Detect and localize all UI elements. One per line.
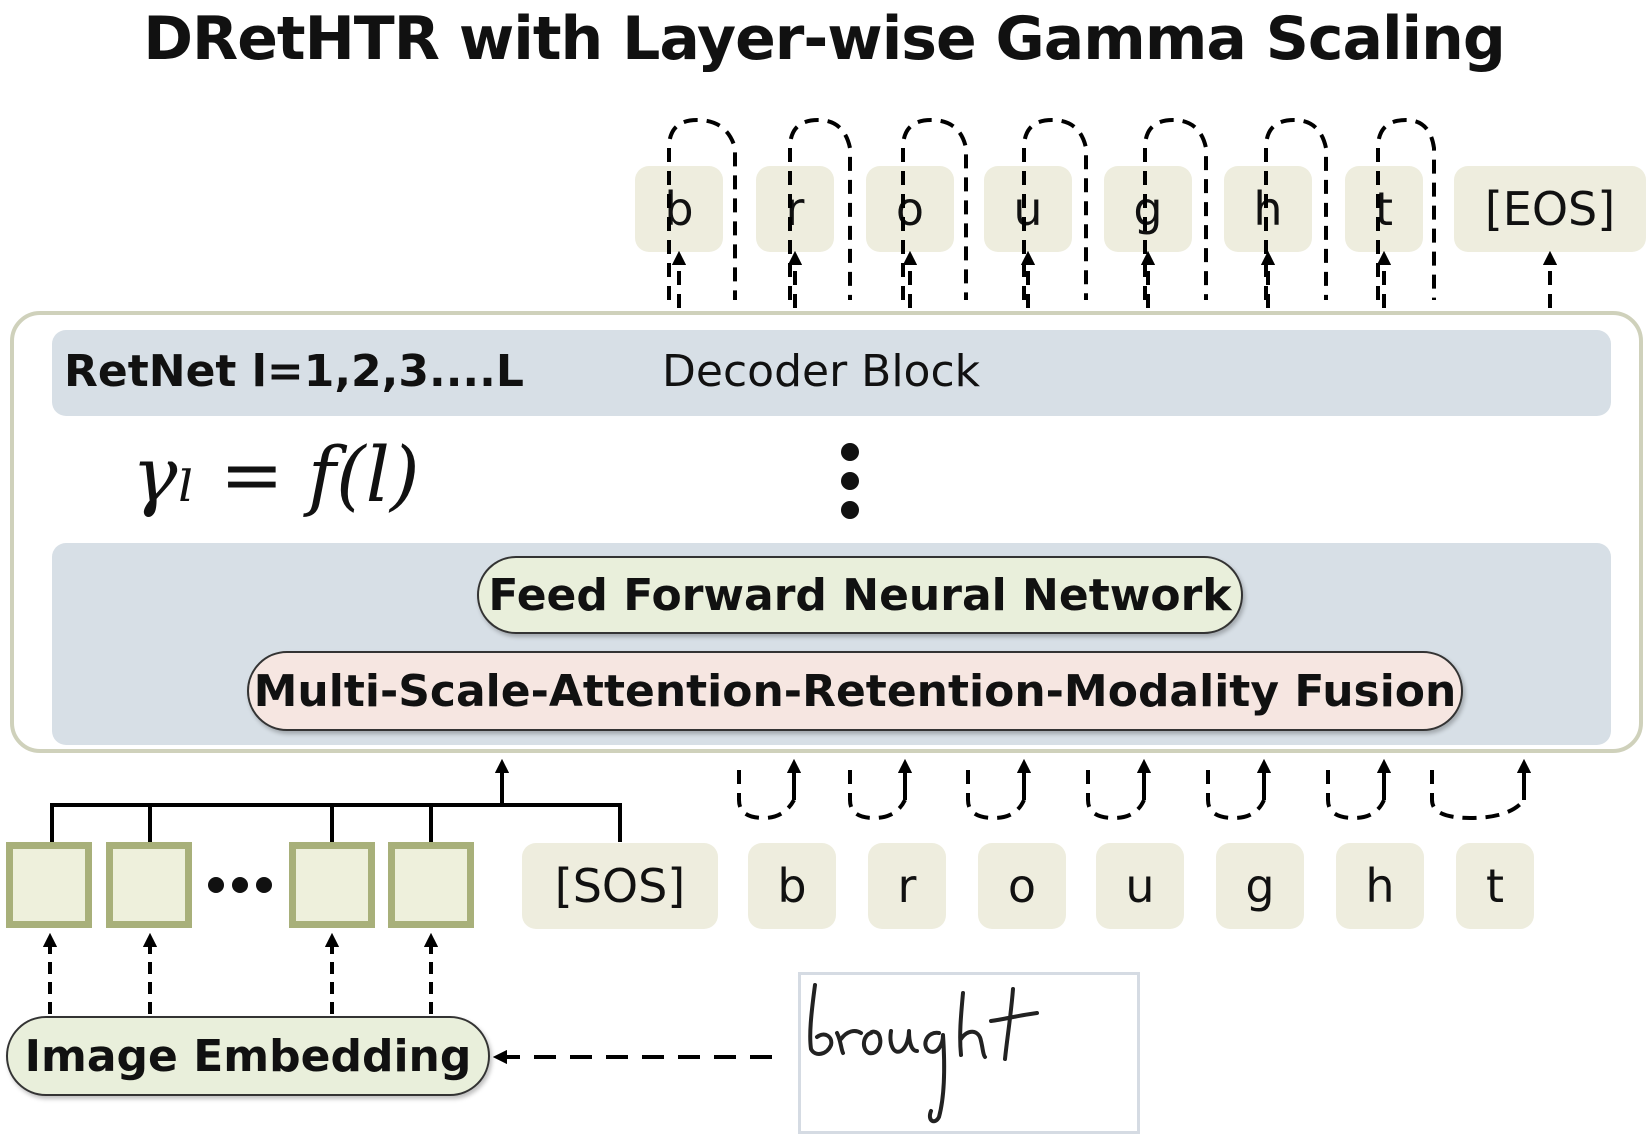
input-token: u [1096, 843, 1184, 929]
output-token: g [1104, 166, 1192, 252]
attention-block: Multi-Scale-Attention-Retention-Modality… [247, 651, 1463, 731]
decoder-header-band [52, 330, 1611, 416]
input-token: r [868, 843, 946, 929]
image-patch [289, 842, 375, 928]
input-token: t [1456, 843, 1534, 929]
recurrent-loop [1264, 117, 1328, 300]
handwriting-strokes [808, 983, 1039, 1124]
recurrent-loop [1376, 117, 1436, 300]
retnet-layer-label: RetNet l=1,2,3....L [64, 346, 524, 397]
image-embedding-block: Image Embedding [6, 1016, 490, 1096]
recurrent-loop [901, 117, 968, 300]
image-patch [106, 842, 192, 928]
patch-ellipsis-dot [232, 877, 248, 893]
recurrent-loop [966, 770, 1026, 821]
input-token: b [748, 843, 836, 929]
recurrent-loop [1143, 117, 1208, 300]
ffn-block: Feed Forward Neural Network [477, 556, 1243, 634]
decoder-block-label: Decoder Block [662, 346, 981, 397]
recurrent-loop [1206, 770, 1266, 821]
recurrent-loop [1086, 770, 1146, 821]
layers-ellipsis-dot [841, 472, 859, 490]
recurrent-loop [1326, 770, 1386, 821]
recurrent-loop [788, 117, 852, 300]
recurrent-loop [737, 770, 796, 821]
patch-ellipsis-dot [256, 877, 272, 893]
image-patch [388, 842, 474, 928]
recurrent-loop [667, 117, 737, 300]
input-token: g [1216, 843, 1304, 929]
input-token: o [978, 843, 1066, 929]
output-token: b [635, 166, 723, 252]
input-token-sos: [SOS] [522, 843, 718, 929]
handwritten-word-image [798, 972, 1140, 1134]
input-token: h [1336, 843, 1424, 929]
recurrent-loop [1430, 770, 1526, 821]
output-token-eos: [EOS] [1454, 166, 1646, 252]
diagram-title: DRetHTR with Layer-wise Gamma Scaling [143, 4, 1506, 74]
output-token: o [866, 166, 954, 252]
image-patch [6, 842, 92, 928]
gamma-formula: γₗ = f(l) [132, 430, 420, 519]
patch-ellipsis-dot [208, 877, 224, 893]
layers-ellipsis-dot [841, 501, 859, 519]
output-token: u [984, 166, 1072, 252]
recurrent-loop [848, 770, 907, 821]
layers-ellipsis-dot [841, 443, 859, 461]
recurrent-loop [1022, 117, 1088, 300]
merge-bracket [50, 803, 622, 842]
